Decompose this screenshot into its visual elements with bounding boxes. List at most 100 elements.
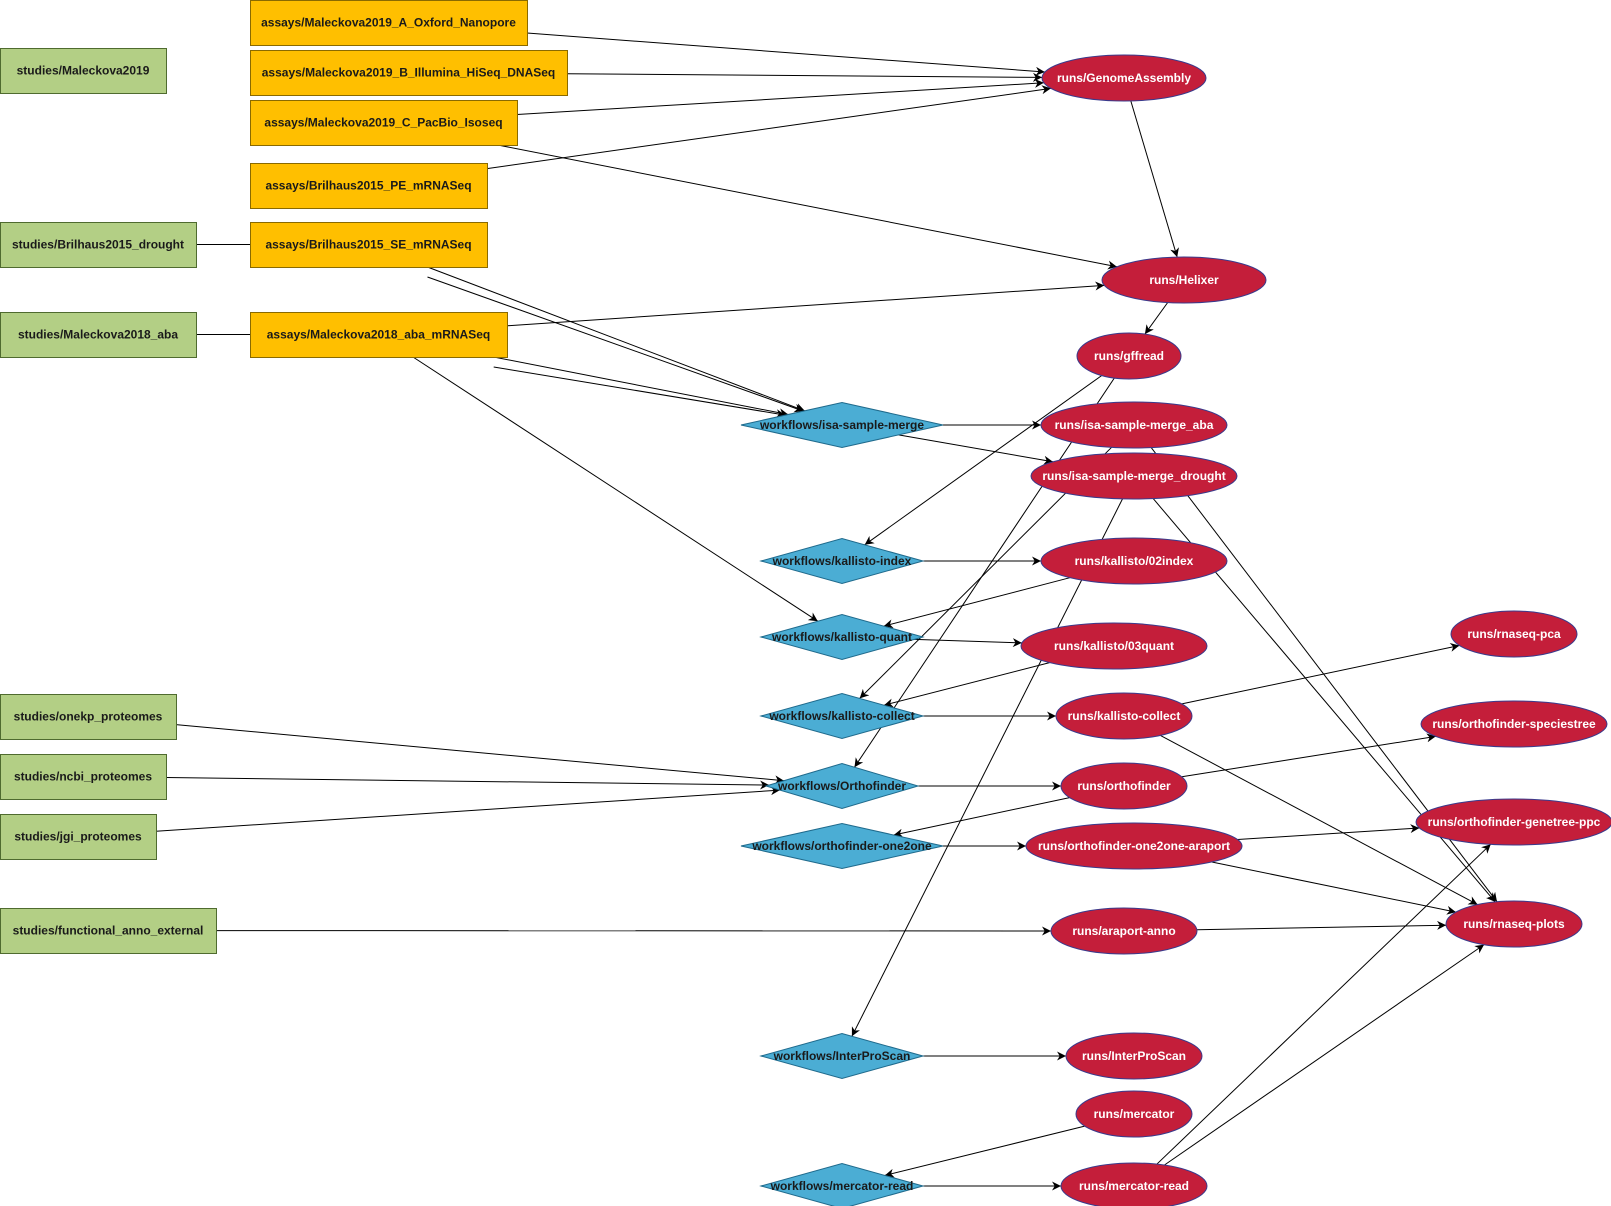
run-label: runs/araport-anno <box>1072 924 1175 938</box>
workflow-node-w_mread[interactable]: workflows/mercator-read <box>759 1162 925 1206</box>
assay-shape[interactable] <box>250 222 488 268</box>
assay-shape[interactable] <box>250 312 508 358</box>
run-shape[interactable] <box>1101 256 1267 304</box>
study-node-s_b2015[interactable]: studies/Brilhaus2015_drought <box>0 222 197 268</box>
run-shape[interactable] <box>1041 54 1207 102</box>
edge-s_jgi-to-w_ortho <box>155 786 780 832</box>
run-node-r_gff[interactable]: runs/gffread <box>1076 332 1182 380</box>
edge-r_hel-to-r_gff <box>1144 302 1169 335</box>
workflow-shape[interactable] <box>740 822 944 870</box>
workflow-shape[interactable] <box>759 1162 925 1206</box>
edge-a_aba-to-w_kquant <box>412 356 819 622</box>
study-label: studies/onekp_proteomes <box>14 710 163 724</box>
assay-shape[interactable] <box>250 163 488 209</box>
edge-r_ara-to-r_plots <box>1196 920 1447 931</box>
assay-shape[interactable] <box>250 0 528 46</box>
study-shape[interactable] <box>0 222 197 268</box>
run-node-r_mrgaba[interactable]: runs/isa-sample-merge_aba <box>1040 401 1228 449</box>
assay-node-a_se[interactable]: assays/Brilhaus2015_SE_mRNASeq <box>250 222 488 268</box>
assay-node-a_pe[interactable]: assays/Brilhaus2015_PE_mRNASeq <box>250 163 488 209</box>
workflow-node-w_kcoll[interactable]: workflows/kallisto-collect <box>759 692 925 740</box>
run-node-r_hel[interactable]: runs/Helixer <box>1101 256 1267 304</box>
assay-label: assays/Maleckova2019_C_PacBio_Isoseq <box>264 116 502 130</box>
edge-r_gff-to-w_kidx <box>864 375 1102 546</box>
workflow-node-w_o2o[interactable]: workflows/orthofinder-one2one <box>740 822 944 870</box>
run-node-r_pca[interactable]: runs/rnaseq-pca <box>1450 610 1578 658</box>
edge-r_merc-to-w_mread <box>884 1125 1085 1178</box>
study-node-s_jgi[interactable]: studies/jgi_proteomes <box>0 814 157 860</box>
workflow-shape[interactable] <box>759 692 925 740</box>
edge-s_ncbi-to-w_ortho <box>165 777 770 790</box>
run-node-r_ips[interactable]: runs/InterProScan <box>1065 1032 1203 1080</box>
workflow-node-w_merge[interactable]: workflows/isa-sample-merge <box>740 401 944 449</box>
assay-shape[interactable] <box>250 100 518 146</box>
study-node-s_m2019[interactable]: studies/Maleckova2019 <box>0 48 167 94</box>
edge-a_aba-to-r_hel <box>506 281 1105 327</box>
run-node-r_o2o[interactable]: runs/orthofinder-one2one-araport <box>1025 822 1243 870</box>
workflow-node-w_kidx[interactable]: workflows/kallisto-index <box>759 537 925 585</box>
run-node-r_plots[interactable]: runs/rnaseq-plots <box>1445 900 1583 948</box>
run-node-r_spt[interactable]: runs/orthofinder-speciestree <box>1420 700 1608 748</box>
run-shape[interactable] <box>1020 622 1208 670</box>
run-shape[interactable] <box>1060 762 1188 810</box>
run-node-r_gtp[interactable]: runs/orthofinder-genetree-ppc <box>1415 798 1611 846</box>
study-shape[interactable] <box>0 694 177 740</box>
study-shape[interactable] <box>0 908 217 954</box>
run-node-r_mread[interactable]: runs/mercator-read <box>1060 1162 1208 1206</box>
study-label: studies/Maleckova2018_aba <box>18 328 178 342</box>
assay-shape[interactable] <box>250 50 568 96</box>
edge-r_ga-to-r_hel <box>1130 100 1179 258</box>
assay-node-a_ill[interactable]: assays/Maleckova2019_B_Illumina_HiSeq_DN… <box>250 50 568 96</box>
run-node-r_ga[interactable]: runs/GenomeAssembly <box>1041 54 1207 102</box>
run-shape[interactable] <box>1420 700 1608 748</box>
run-node-r_kcoll[interactable]: runs/kallisto-collect <box>1055 692 1193 740</box>
assay-node-a_aba[interactable]: assays/Maleckova2018_aba_mRNASeq <box>250 312 508 358</box>
run-shape[interactable] <box>1065 1032 1203 1080</box>
run-shape[interactable] <box>1060 1162 1208 1206</box>
study-node-s_onekp[interactable]: studies/onekp_proteomes <box>0 694 177 740</box>
workflow-node-w_kquant[interactable]: workflows/kallisto-quant <box>759 613 925 661</box>
run-node-r_merc[interactable]: runs/mercator <box>1075 1090 1193 1138</box>
study-shape[interactable] <box>0 312 197 358</box>
study-node-s_func[interactable]: studies/functional_anno_external <box>0 908 217 954</box>
workflow-shape[interactable] <box>759 613 925 661</box>
run-shape[interactable] <box>1040 537 1228 585</box>
workflow-shape[interactable] <box>764 762 920 810</box>
workflow-label: workflows/mercator-read <box>770 1179 914 1193</box>
workflow-node-w_ips[interactable]: workflows/InterProScan <box>759 1032 925 1080</box>
run-shape[interactable] <box>1055 692 1193 740</box>
workflow-shape[interactable] <box>740 401 944 449</box>
edge-a_aba-to-w_merge <box>493 366 786 419</box>
study-shape[interactable] <box>0 48 167 94</box>
workflow-shape[interactable] <box>759 537 925 585</box>
study-shape[interactable] <box>0 814 157 860</box>
study-node-s_m2018[interactable]: studies/Maleckova2018_aba <box>0 312 197 358</box>
run-shape[interactable] <box>1450 610 1578 658</box>
run-shape[interactable] <box>1415 798 1611 846</box>
run-label: runs/orthofinder <box>1077 779 1171 793</box>
assay-node-a_pac[interactable]: assays/Maleckova2019_C_PacBio_Isoseq <box>250 100 518 146</box>
run-shape[interactable] <box>1050 907 1198 955</box>
run-shape[interactable] <box>1076 332 1182 380</box>
workflow-label: workflows/kallisto-quant <box>771 630 912 644</box>
run-node-r_ortho[interactable]: runs/orthofinder <box>1060 762 1188 810</box>
run-shape[interactable] <box>1075 1090 1193 1138</box>
run-label: runs/isa-sample-merge_aba <box>1055 418 1214 432</box>
workflow-label: workflows/kallisto-collect <box>768 709 914 723</box>
edge-r_kcoll-to-r_plots <box>1160 734 1478 906</box>
run-shape[interactable] <box>1030 452 1238 500</box>
study-label: studies/functional_anno_external <box>13 924 204 938</box>
run-shape[interactable] <box>1040 401 1228 449</box>
run-node-r_ara[interactable]: runs/araport-anno <box>1050 907 1198 955</box>
run-node-r_kquant[interactable]: runs/kallisto/03quant <box>1020 622 1208 670</box>
workflow-node-w_ortho[interactable]: workflows/Orthofinder <box>764 762 920 810</box>
workflow-shape[interactable] <box>759 1032 925 1080</box>
run-shape[interactable] <box>1445 900 1583 948</box>
assay-node-a_ont[interactable]: assays/Maleckova2019_A_Oxford_Nanopore <box>250 0 528 46</box>
run-node-r_kidx[interactable]: runs/kallisto/02index <box>1040 537 1228 585</box>
study-shape[interactable] <box>0 754 167 800</box>
study-node-s_ncbi[interactable]: studies/ncbi_proteomes <box>0 754 167 800</box>
assay-label: assays/Maleckova2019_B_Illumina_HiSeq_DN… <box>262 66 556 80</box>
run-node-r_mrgdr[interactable]: runs/isa-sample-merge_drought <box>1030 452 1238 500</box>
run-shape[interactable] <box>1025 822 1243 870</box>
